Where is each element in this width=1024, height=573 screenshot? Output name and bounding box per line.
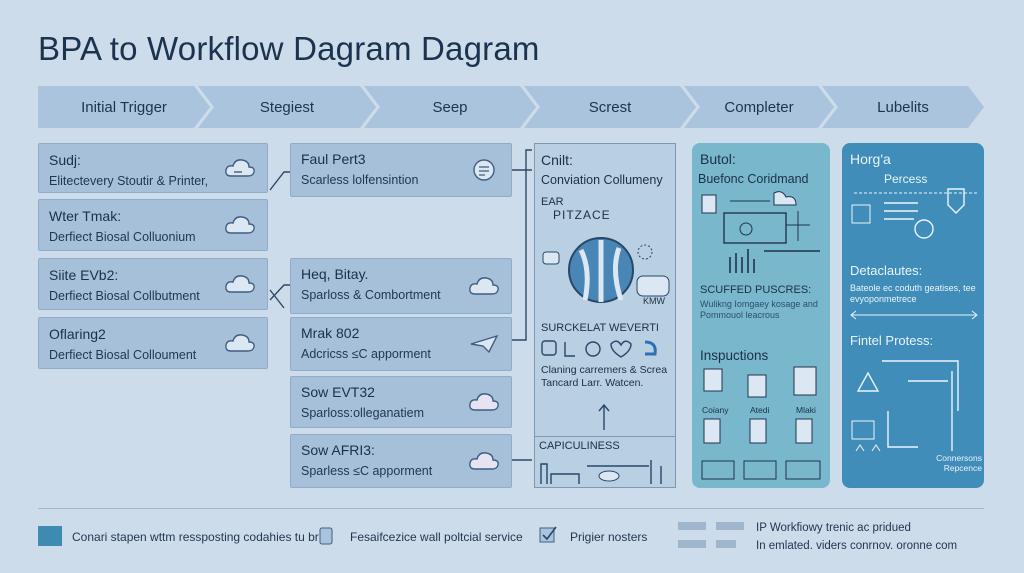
arrow-up-icon	[598, 403, 610, 430]
left-step-title: Wter Tmak:	[49, 208, 122, 224]
square-swatch-icon	[38, 526, 62, 546]
mid-step-box: Heq, Bitay. Sparloss & Combortment	[290, 258, 512, 314]
mid-step-box: Faul Pert3 Scarless lolfensintion	[290, 143, 512, 197]
cloud-icon	[469, 452, 499, 470]
double-arrow-icon	[850, 310, 978, 320]
mid-step-title: Sow AFRI3:	[301, 442, 375, 458]
lubelits-panel: Horg'a Percess Detaclautes: Bateole ec c…	[842, 143, 984, 488]
feature-icons-row	[541, 340, 657, 358]
left-step-box: Oflaring2 Derfiect Biosal Colloument	[38, 317, 268, 369]
checklist-docs-icon	[703, 418, 813, 444]
cloud-icon	[225, 216, 255, 234]
document-icon	[473, 159, 495, 181]
footer-divider	[38, 508, 984, 509]
final-process-illustration-icon	[851, 360, 959, 452]
legend-text: Fesaifcezice wall poltcial service	[350, 530, 523, 544]
mid-step-box: Mrak 802 Adcricss ≤C apporment	[290, 317, 512, 371]
connector-arrows	[512, 149, 532, 461]
center-panel-subtitle: Conviation Collumeny	[541, 173, 663, 187]
mid-step-subtitle: Scarless lolfensintion	[301, 173, 419, 187]
left-step-box: Wter Tmak: Derfiect Biosal Colluonium	[38, 199, 268, 251]
left-step-subtitle: Elitectevery Stoutir & Printer,	[49, 174, 209, 188]
completer-title: Butol:	[700, 151, 736, 167]
cloud-icon	[225, 334, 255, 352]
left-step-subtitle: Derfiect Biosal Colluonium	[49, 230, 196, 244]
mid-step-box: Sow AFRI3: Sparless ≤C apporment	[290, 434, 512, 488]
image-tiles-icon	[701, 460, 821, 480]
ear-label: EAR	[541, 196, 564, 208]
kmw-label: KMW	[643, 296, 665, 306]
mid-step-box: Sow EVT32 Sparloss:olleganatiem	[290, 376, 512, 428]
completer-panel: Butol: Buefonc Coridmand SCUFFED PUSCRES…	[692, 143, 830, 488]
stage-screst: Screst	[524, 86, 696, 128]
left-step-title: Siite EVb2:	[49, 267, 119, 283]
mid-step-title: Sow EVT32	[301, 384, 375, 400]
lubelits-title: Horg'a	[850, 151, 891, 167]
mid-step-subtitle: Sparloss:olleganatiem	[301, 406, 424, 420]
completer-subtitle: Buefonc Coridmand	[698, 172, 809, 186]
center-bottom-title: CAPICULINESS	[539, 440, 620, 452]
left-step-title: Oflaring2	[49, 326, 106, 342]
note-line: In emlated. viders conrnov. oronne com	[756, 540, 958, 552]
stage-seep: Seep	[364, 86, 536, 128]
completer-section-title: SCUFFED PUSCRES:	[700, 284, 812, 296]
pitzace-label: PITZACE	[553, 208, 611, 222]
diagram-title: BPA to Workflow Dagram Dagram	[38, 30, 540, 67]
completer-section-text: Wulikng Iomgaey kosage and Pommouol leac…	[700, 299, 818, 320]
mid-step-title: Heq, Bitay.	[301, 266, 369, 282]
bars-legend-icon	[678, 522, 744, 548]
stage-stegiest: Stegiest	[198, 86, 376, 128]
shield-icon	[319, 527, 333, 545]
center-caption: Claning carremers & Screa Tancard Larr. …	[541, 364, 668, 389]
cloud-icon	[225, 275, 255, 293]
left-step-subtitle: Derfiect Biosal Collbutment	[49, 289, 200, 303]
cloud-icon	[469, 277, 499, 295]
mid-step-title: Mrak 802	[301, 325, 360, 341]
cloud-icon	[225, 159, 255, 177]
process-illustration-icon	[851, 188, 978, 239]
inspection-docs-icon	[703, 366, 817, 398]
inspection-col-label: Mlaki	[796, 405, 816, 415]
detaclautes-title: Detaclautes:	[850, 263, 923, 278]
legend-text: Conari stapen wttm ressposting codahies …	[72, 530, 329, 544]
process-label: Percess	[884, 172, 928, 186]
stage-initial-trigger: Initial Trigger	[38, 86, 210, 128]
final-footer-text: Connersons Repcence	[936, 453, 982, 473]
mid-step-subtitle: Sparless ≤C apporment	[301, 464, 433, 478]
left-step-subtitle: Derfiect Biosal Colloument	[49, 348, 197, 362]
left-step-title: Sudj:	[49, 152, 81, 168]
legend-text: Prigier nosters	[570, 530, 648, 544]
people-illustration-icon	[542, 237, 670, 303]
center-bottom-section	[535, 436, 675, 488]
left-step-box: Sudj: Elitectevery Stoutir & Printer,	[38, 143, 268, 193]
stage-chevron-bar: Initial Trigger Stegiest Seep Screst Com…	[38, 86, 984, 128]
stage-lubelits: Lubelits	[822, 86, 984, 128]
detaclautes-text: Bateole ec coduth geatises, tee evyoponm…	[850, 283, 976, 304]
mid-step-subtitle: Sparloss & Combortment	[301, 288, 441, 302]
inspection-col-label: Coiany	[702, 405, 729, 415]
center-section-title: SURCKELAT WEVERTI	[541, 322, 659, 334]
stage-completer: Completer	[684, 86, 834, 128]
factory-illustration-icon	[540, 460, 662, 484]
final-process-title: Fintel Protess:	[850, 333, 934, 348]
left-step-box: Siite EVb2: Derfiect Biosal Collbutment	[38, 258, 268, 310]
inspections-title: Inspuctions	[700, 348, 769, 363]
center-panel-title: Cnilt:	[541, 152, 573, 168]
cloud-icon	[469, 393, 499, 411]
center-panel: Cnilt: Conviation Collumeny EAR PITZACE …	[534, 143, 676, 488]
check-box-icon	[539, 526, 557, 543]
mid-step-subtitle: Adcricss ≤C apporment	[301, 347, 431, 361]
note-line: IP Workfiowy trenic ac pridued	[756, 522, 911, 534]
send-icon	[470, 334, 499, 354]
mid-step-title: Faul Pert3	[301, 151, 366, 167]
inspection-col-label: Atedi	[750, 405, 770, 415]
workflow-illustration-icon	[701, 191, 820, 273]
